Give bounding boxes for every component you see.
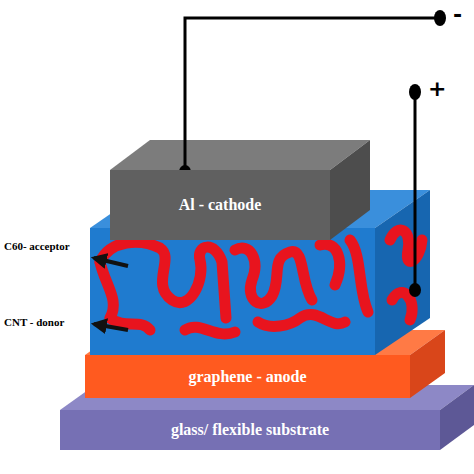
anode-layer: graphene - anode xyxy=(85,355,410,398)
layer-label: graphene - anode xyxy=(188,368,306,386)
active-layer-front xyxy=(90,228,375,355)
cathode-top xyxy=(110,140,370,170)
substrate-side xyxy=(440,385,474,450)
terminal-dot xyxy=(179,10,446,297)
terminal-sign: + xyxy=(428,76,446,101)
active-layer-side xyxy=(375,190,430,355)
terminal-sign: - xyxy=(453,2,462,27)
cathode-layer: Al - cathode xyxy=(110,170,330,240)
leader-arrow xyxy=(94,258,128,330)
substrate-layer: glass/ flexible substrate xyxy=(60,410,440,450)
layer-label: glass/ flexible substrate xyxy=(171,421,329,439)
graphene-side xyxy=(410,330,445,398)
cathode-side xyxy=(330,140,370,240)
layer-label: Al - cathode xyxy=(179,196,262,214)
substrate-front xyxy=(60,410,440,450)
material-label: CNT - donor xyxy=(4,316,64,328)
wire xyxy=(185,18,440,290)
material-label: C60- acceptor xyxy=(4,240,70,252)
c60-domains xyxy=(100,230,422,334)
